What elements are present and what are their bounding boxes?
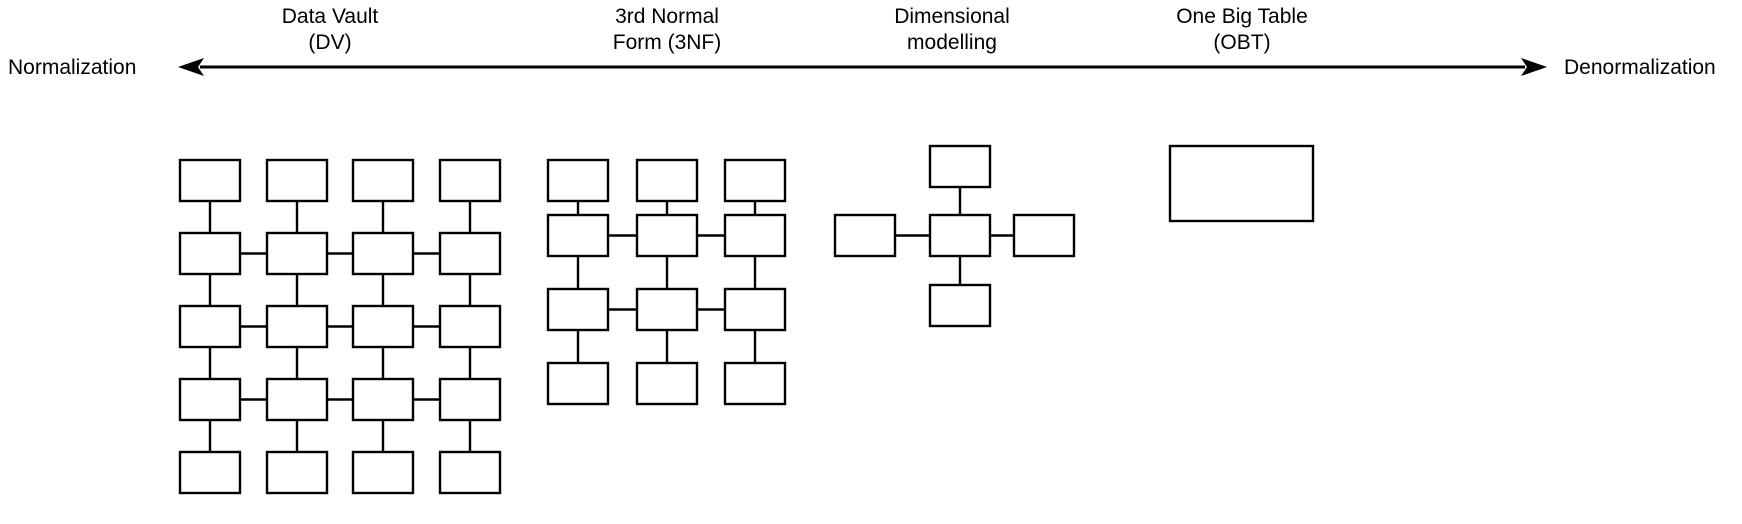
data-vault-table-node	[438, 231, 502, 276]
column-title-one-big-table: One Big Table (OBT)	[1142, 4, 1342, 56]
column-title-dimensional-modelling: Dimensional modelling	[852, 4, 1052, 56]
column-title-line-1: Data Vault	[281, 5, 379, 28]
data-vault-table-node	[438, 158, 502, 203]
third-normal-form-table-node	[635, 213, 699, 258]
data-vault-table-node	[351, 158, 415, 203]
third-normal-form-table-node	[635, 287, 699, 332]
dimensional-star-schema	[833, 144, 1076, 328]
dimensional-fact-node-center	[928, 213, 992, 258]
data-vault-table-node	[438, 377, 502, 422]
dimensional-dimension-node-left	[833, 213, 897, 258]
column-title-data-vault: Data Vault (DV)	[230, 4, 430, 56]
column-title-third-normal-form: 3rd Normal Form (3NF)	[567, 4, 767, 56]
dimensional-dimension-node-bottom	[928, 283, 992, 328]
axis-label-normalization: Normalization	[8, 56, 137, 79]
data-vault-table-node	[438, 450, 502, 495]
third-normal-form-table-node	[635, 158, 699, 203]
data-vault-table-node	[351, 377, 415, 422]
dimensional-dimension-node-right	[1012, 213, 1076, 258]
data-vault-table-node	[178, 231, 242, 276]
dimensional-dimension-node-top	[928, 144, 992, 189]
column-title-line-2: modelling	[907, 31, 997, 54]
third-normal-form-table-node	[546, 213, 610, 258]
third-normal-form-table-node	[546, 287, 610, 332]
axis-label-denormalization: Denormalization	[1564, 56, 1716, 79]
third-normal-form-table-node	[635, 361, 699, 406]
third-normal-form-table-node	[546, 158, 610, 203]
third-normal-form-table-node	[723, 361, 787, 406]
data-vault-table-node	[438, 304, 502, 349]
third-normal-form-table-node	[546, 361, 610, 406]
data-vault-table-node	[265, 450, 329, 495]
axis-arrow-left-icon	[178, 58, 204, 76]
data-vault-lattice	[178, 158, 502, 495]
column-title-line-2: (OBT)	[1213, 31, 1271, 54]
column-title-line-1: 3rd Normal	[615, 5, 719, 28]
column-title-line-1: One Big Table	[1176, 5, 1308, 28]
axis-arrow-right-icon	[1521, 58, 1547, 76]
third-normal-form-table-node	[723, 213, 787, 258]
data-vault-table-node	[178, 450, 242, 495]
data-vault-table-node	[265, 377, 329, 422]
data-vault-table-node	[178, 377, 242, 422]
spectrum-axis	[178, 58, 1547, 76]
column-title-line-1: Dimensional	[894, 5, 1010, 28]
data-vault-table-node	[351, 450, 415, 495]
one-big-table-box	[1168, 144, 1315, 223]
column-title-line-2: (DV)	[308, 31, 352, 54]
data-vault-table-node	[351, 231, 415, 276]
third-normal-form-table-node	[723, 287, 787, 332]
third-normal-form-lattice	[546, 158, 787, 406]
data-vault-table-node	[265, 158, 329, 203]
data-vault-table-node	[265, 304, 329, 349]
data-vault-table-node	[265, 231, 329, 276]
data-vault-table-node	[178, 304, 242, 349]
data-vault-table-node	[351, 304, 415, 349]
data-vault-table-node	[178, 158, 242, 203]
third-normal-form-table-node	[723, 158, 787, 203]
one-big-table-node	[1168, 144, 1315, 223]
column-title-line-2: Form (3NF)	[612, 31, 722, 54]
